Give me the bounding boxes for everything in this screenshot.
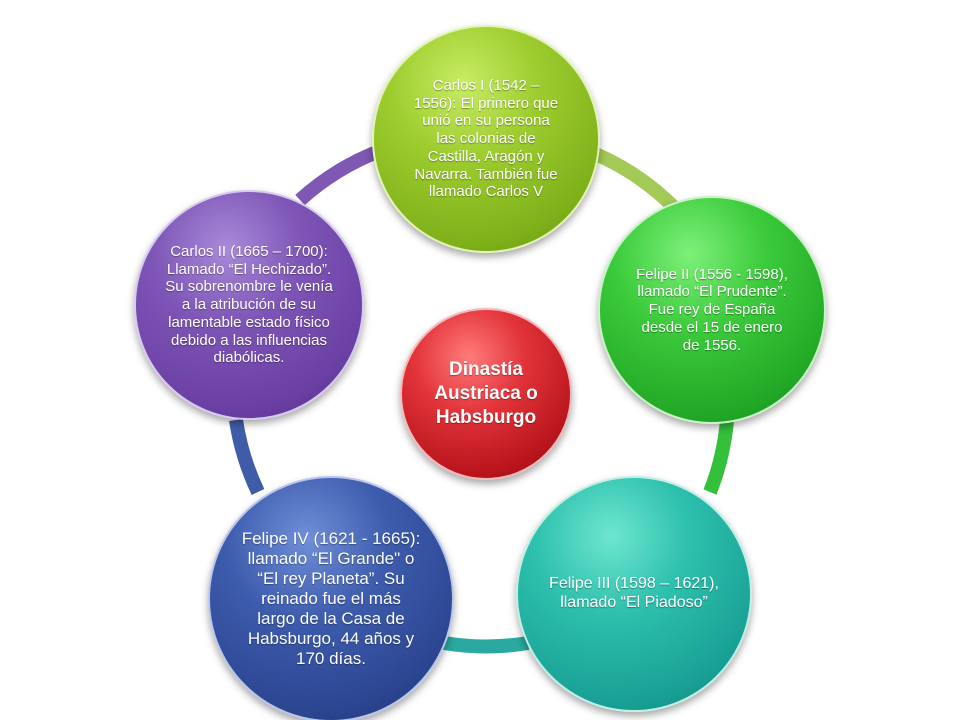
- center-node-dinastia: Dinastía Austriaca o Habsburgo: [400, 308, 572, 480]
- node-felipe-iv-text: Felipe IV (1621 - 1665): llamado “El Gra…: [241, 528, 421, 669]
- node-felipe-ii-text: Felipe II (1556 - 1598), llamado “El Pru…: [636, 265, 788, 354]
- center-node-text: Dinastía Austriaca o Habsburgo: [434, 359, 538, 428]
- node-carlos-i: Carlos I (1542 – 1556): El primero que u…: [372, 25, 600, 253]
- node-felipe-ii: Felipe II (1556 - 1598), llamado “El Pru…: [598, 196, 826, 424]
- node-felipe-iv: Felipe IV (1621 - 1665): llamado “El Gra…: [208, 476, 454, 720]
- node-carlos-ii: Carlos II (1665 – 1700): Llamado “El Hec…: [134, 190, 364, 420]
- ring-arc-top-left: [295, 143, 385, 206]
- ring-arc-left: [229, 418, 265, 496]
- node-carlos-i-text: Carlos I (1542 – 1556): El primero que u…: [413, 77, 559, 201]
- ring-arc-bottom: [442, 636, 530, 654]
- ring-arc-right: [703, 419, 734, 495]
- node-felipe-iii-text: Felipe III (1598 – 1621), llamado “El Pi…: [549, 575, 719, 611]
- node-felipe-iii: Felipe III (1598 – 1621), llamado “El Pi…: [516, 476, 752, 712]
- node-carlos-ii-text: Carlos II (1665 – 1700): Llamado “El Hec…: [165, 243, 333, 367]
